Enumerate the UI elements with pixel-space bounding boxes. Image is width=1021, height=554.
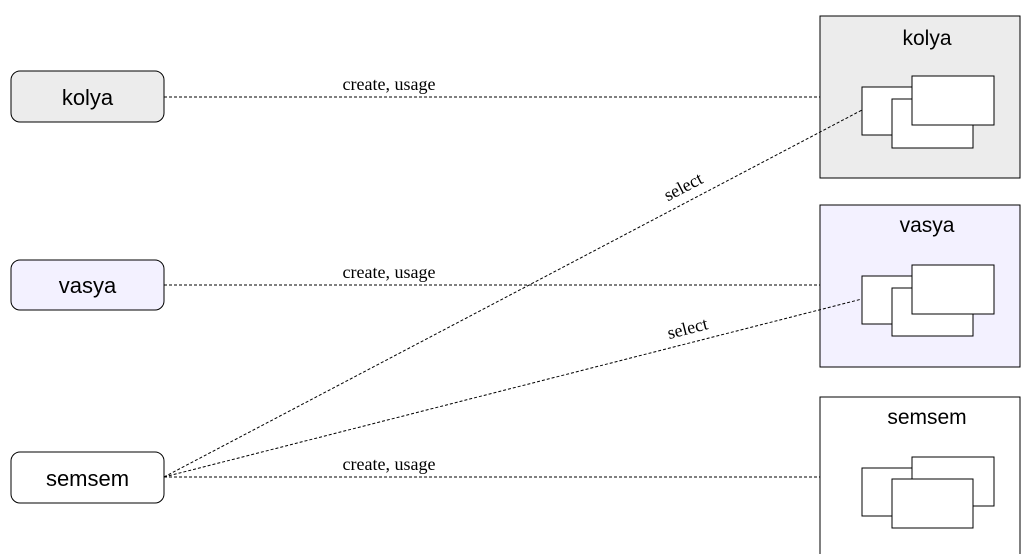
schema-kolya-label: kolya xyxy=(902,27,951,50)
tables-icon xyxy=(861,75,995,149)
role-semsem-label: semsem xyxy=(46,466,129,491)
role-semsem: semsem xyxy=(10,451,165,504)
role-vasya-label: vasya xyxy=(59,273,117,298)
schema-semsem-label: semsem xyxy=(887,406,966,429)
schema-vasya-label: vasya xyxy=(900,214,955,237)
edge-label-select-kolya: select xyxy=(660,168,706,205)
schema-kolya: kolya xyxy=(819,15,1021,179)
edge-label-vasya: create, usage xyxy=(343,262,436,282)
edge-semsem-select-kolya xyxy=(163,109,863,478)
schema-semsem: semsem xyxy=(819,396,1021,554)
tables-icon xyxy=(861,456,995,529)
edge-label-semsem: create, usage xyxy=(343,454,436,474)
role-vasya: vasya xyxy=(10,259,165,311)
edge-label-select-vasya: select xyxy=(665,313,710,343)
role-kolya-label: kolya xyxy=(62,85,114,110)
role-kolya: kolya xyxy=(10,70,165,123)
edge-label-kolya: create, usage xyxy=(343,74,436,94)
edge-semsem-select-vasya xyxy=(163,298,863,478)
tables-icon xyxy=(861,264,995,337)
schema-vasya: vasya xyxy=(819,204,1021,368)
